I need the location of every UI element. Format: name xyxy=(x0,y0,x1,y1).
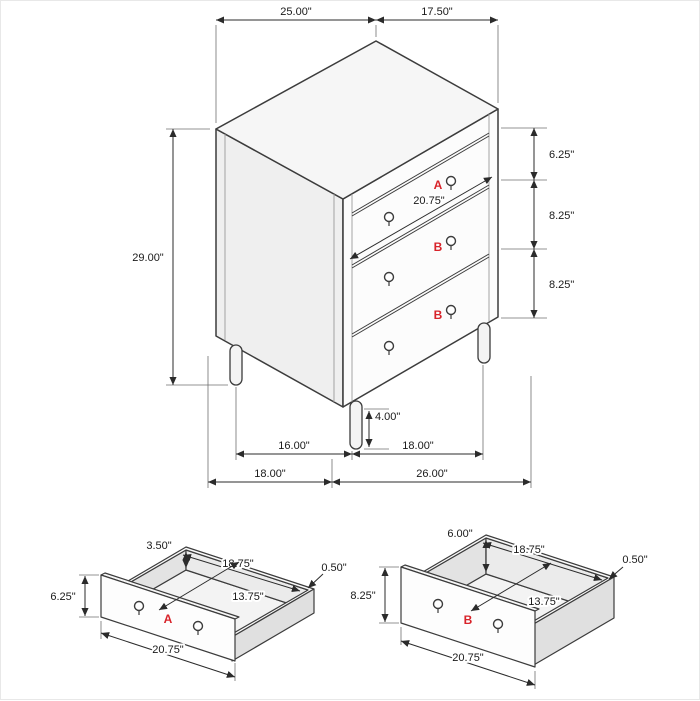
dim-top-width-label: 25.00" xyxy=(280,6,312,18)
drawer-knob-icon xyxy=(383,271,395,286)
chest-isometric-view: A B B xyxy=(215,40,499,450)
dim-drawer-b2-height-label: 8.25" xyxy=(549,279,574,291)
dim-overall-height-label: 29.00" xyxy=(132,252,164,264)
dim-a-front-width-label: 20.75" xyxy=(152,644,184,656)
drawer-knob-icon xyxy=(133,600,145,615)
drawer-a-detail-label: A xyxy=(164,612,173,626)
dim-b-inner-depth-label: 13.75" xyxy=(528,596,560,608)
drawer-a-label: A xyxy=(434,178,443,192)
dim-a-inner-depth-label: 13.75" xyxy=(232,591,264,603)
drawer-knob-icon xyxy=(383,340,395,355)
drawer-b1-label: B xyxy=(434,240,443,254)
dim-footprint-depth-label: 18.00" xyxy=(254,468,286,480)
left-leg xyxy=(229,344,243,386)
dim-a-inner-width-label: 18.75" xyxy=(222,558,254,570)
front-leg xyxy=(349,400,363,450)
dim-b-front-height-label: 8.25" xyxy=(350,590,375,602)
drawer-knob-icon xyxy=(192,620,204,635)
drawer-b2-label: B xyxy=(434,308,443,322)
dim-leg-spacing-front-label: 18.00" xyxy=(402,440,434,452)
drawer-b-detail-label: B xyxy=(464,613,473,627)
right-leg xyxy=(477,322,491,364)
dim-leg-height-label: 4.00" xyxy=(375,411,400,423)
drawer-knob-icon xyxy=(492,618,504,633)
dim-footprint-width-label: 26.00" xyxy=(416,468,448,480)
drawer-knob-icon xyxy=(432,598,444,613)
dim-drawer-b1-height-label: 8.25" xyxy=(549,210,574,222)
drawer-a-detail: A 6.25" 3.50" 18.75" 13.75" 0.50" 20.75" xyxy=(50,538,349,681)
drawer-knob-icon xyxy=(445,304,457,319)
dim-leg-spacing-side-label: 16.00" xyxy=(278,440,310,452)
chest-top-face xyxy=(215,40,499,200)
dim-b-wall-thickness-label: 0.50" xyxy=(622,554,647,566)
dim-b-side-height-label: 6.00" xyxy=(447,528,472,540)
chest-legs xyxy=(229,322,491,450)
dim-b-inner-width-label: 18.75" xyxy=(513,544,545,556)
dim-a-front-height-label: 6.25" xyxy=(50,591,75,603)
dim-top-depth-label: 17.50" xyxy=(421,6,453,18)
dim-b-front-width-label: 20.75" xyxy=(452,652,484,664)
chest-dimensions: 25.00" 17.50" 29.00" 6.25" 8.25" 8.25" 2… xyxy=(132,6,574,488)
drawer-b-detail: B 8.25" 6.00" 18.75" 13.75" 0.50" 20.75" xyxy=(350,526,650,689)
dim-a-wall-thickness-label: 0.50" xyxy=(321,562,346,574)
dim-drawer-width-label: 20.75" xyxy=(413,195,445,207)
dim-a-side-height-label: 3.50" xyxy=(146,540,171,552)
dim-drawer-a-height-label: 6.25" xyxy=(549,149,574,161)
